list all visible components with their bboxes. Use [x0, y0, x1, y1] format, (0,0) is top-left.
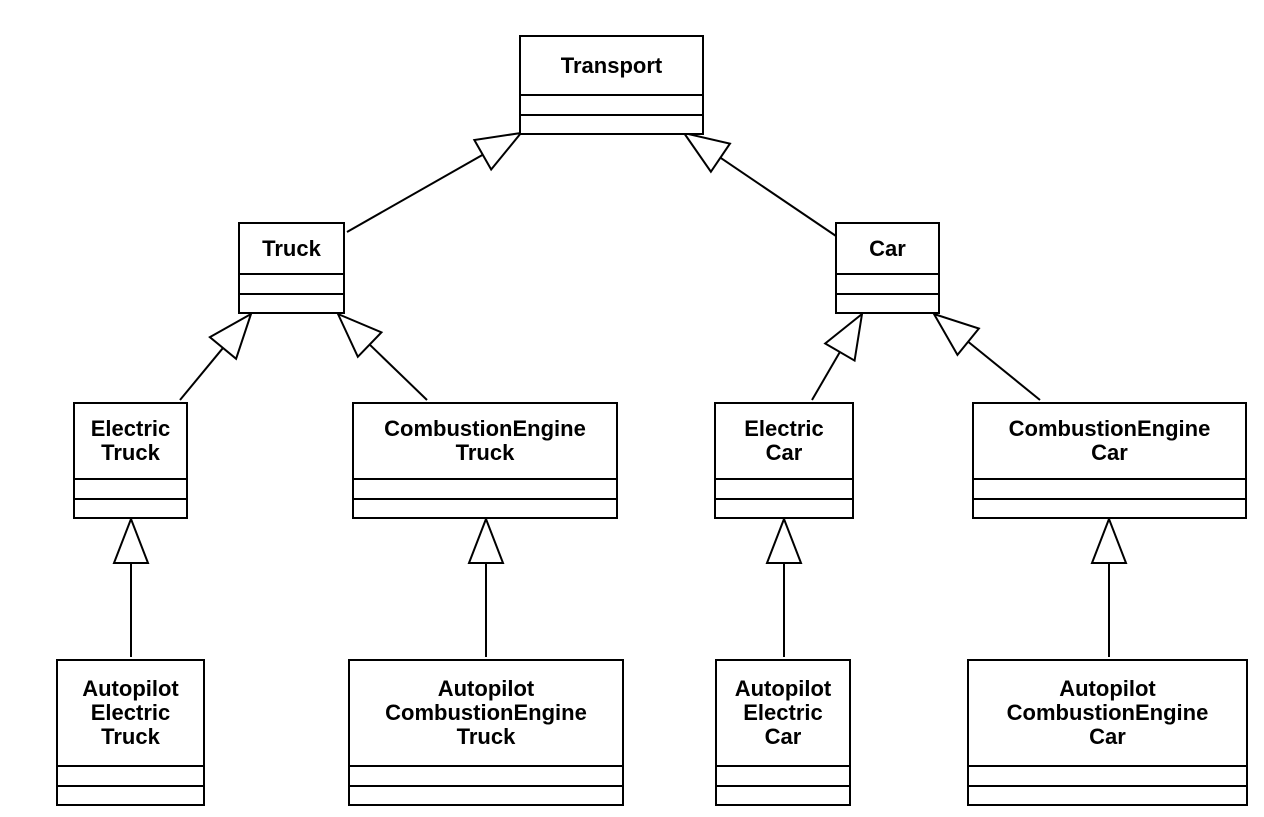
class-name: Transport [521, 37, 702, 94]
class-autopilot-combustion-engine-car[interactable]: Autopilot CombustionEngine Car [967, 659, 1248, 806]
generalization-arrowhead [208, 311, 253, 361]
methods-compartment [240, 293, 343, 312]
class-name-line: Car [1089, 724, 1126, 749]
generalization-arrowhead [931, 312, 981, 357]
methods-compartment [350, 785, 622, 804]
class-name-line: Electric [90, 700, 171, 725]
attributes-compartment [974, 478, 1245, 498]
inheritance-edge-autopilot-combustion-car [1090, 516, 1128, 657]
class-name-line: Truck [101, 440, 160, 465]
class-transport[interactable]: Transport [519, 35, 704, 135]
class-name-line: Autopilot [1059, 676, 1156, 701]
class-name: Truck [240, 224, 343, 273]
generalization-arrowhead [112, 516, 150, 564]
class-electric-car[interactable]: Electric Car [714, 402, 854, 519]
generalization-line [179, 347, 224, 401]
generalization-arrowhead [467, 516, 505, 564]
class-electric-truck[interactable]: Electric Truck [73, 402, 188, 519]
generalization-arrowhead [681, 131, 732, 174]
class-name: Autopilot CombustionEngine Truck [350, 661, 622, 765]
attributes-compartment [350, 765, 622, 785]
generalization-line [368, 343, 428, 401]
class-name-line: Autopilot [734, 676, 832, 701]
class-autopilot-electric-truck[interactable]: Autopilot Electric Truck [56, 659, 205, 806]
methods-compartment [58, 785, 203, 804]
class-name: Autopilot Electric Car [717, 661, 849, 765]
class-name-line: Car [765, 440, 803, 465]
class-autopilot-combustion-engine-truck[interactable]: Autopilot CombustionEngine Truck [348, 659, 624, 806]
class-name-line: Truck [455, 440, 515, 465]
inheritance-edge-electric-truck [179, 311, 253, 401]
attributes-compartment [58, 765, 203, 785]
class-name-line: Autopilot [82, 676, 179, 701]
attributes-compartment [837, 273, 938, 293]
methods-compartment [969, 785, 1246, 804]
inheritance-edge-combustion-car [931, 312, 1041, 401]
class-name-line: Car [764, 724, 802, 749]
generalization-line [719, 156, 837, 237]
inheritance-edge-autopilot-combustion-truck [467, 516, 505, 657]
inheritance-edge-autopilot-electric-truck [112, 516, 150, 657]
generalization-arrowhead [823, 311, 864, 363]
inheritance-edge-combustion-truck [336, 312, 428, 401]
attributes-compartment [969, 765, 1246, 785]
class-name-line: Autopilot [437, 676, 535, 701]
class-name-line: Electric [744, 416, 824, 441]
methods-compartment [716, 498, 852, 517]
class-name-line: Transport [560, 52, 663, 78]
class-name: Electric Truck [75, 404, 186, 478]
class-name-line: Car [1091, 440, 1128, 465]
generalization-arrowhead [765, 516, 803, 564]
class-name: Autopilot Electric Truck [58, 661, 203, 765]
class-combustion-engine-truck[interactable]: CombustionEngine Truck [352, 402, 618, 519]
class-name: Car [837, 224, 938, 273]
methods-compartment [75, 498, 186, 517]
methods-compartment [521, 114, 702, 133]
inheritance-edge-autopilot-electric-car [765, 516, 803, 657]
generalization-line [967, 340, 1041, 401]
class-truck[interactable]: Truck [238, 222, 345, 314]
inheritance-edge-truck [346, 131, 524, 233]
class-name-line: CombustionEngine [384, 416, 586, 441]
class-name: CombustionEngine Truck [354, 404, 616, 478]
attributes-compartment [75, 478, 186, 498]
methods-compartment [837, 293, 938, 312]
generalization-line [346, 153, 484, 233]
class-name-line: CombustionEngine [385, 700, 587, 725]
methods-compartment [717, 785, 849, 804]
methods-compartment [354, 498, 616, 517]
attributes-compartment [717, 765, 849, 785]
class-name: Autopilot CombustionEngine Car [969, 661, 1246, 765]
class-autopilot-electric-car[interactable]: Autopilot Electric Car [715, 659, 851, 806]
attributes-compartment [716, 478, 852, 498]
class-name-line: CombustionEngine [1008, 416, 1211, 441]
class-combustion-engine-car[interactable]: CombustionEngine Car [972, 402, 1247, 519]
generalization-line [811, 351, 841, 401]
class-name: CombustionEngine Car [974, 404, 1245, 478]
class-name-line: Truck [456, 724, 516, 749]
class-name-line: Car [869, 235, 906, 261]
class-name-line: CombustionEngine [1006, 700, 1209, 725]
class-car[interactable]: Car [835, 222, 940, 314]
class-name-line: Electric [743, 700, 823, 725]
class-name-line: Truck [262, 235, 321, 261]
class-name-line: Truck [101, 724, 160, 749]
attributes-compartment [521, 94, 702, 114]
generalization-arrowhead [1090, 516, 1128, 564]
generalization-arrowhead [336, 312, 384, 359]
inheritance-edge-electric-car [811, 311, 864, 401]
attributes-compartment [240, 273, 343, 293]
generalization-arrowhead [472, 131, 524, 172]
methods-compartment [974, 498, 1245, 517]
inheritance-edge-car [681, 131, 837, 237]
attributes-compartment [354, 478, 616, 498]
class-name: Electric Car [716, 404, 852, 478]
class-name-line: Electric [90, 416, 171, 441]
